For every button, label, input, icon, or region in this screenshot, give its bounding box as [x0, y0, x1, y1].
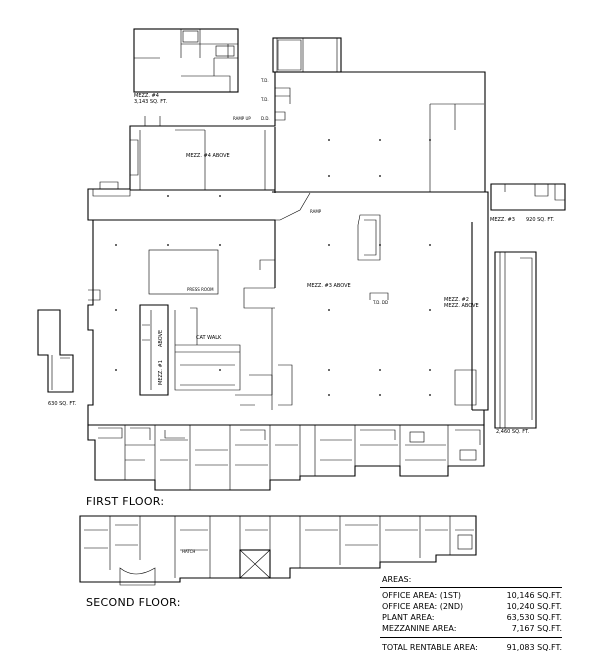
- second-floor-title: SECOND FLOOR:: [86, 596, 181, 609]
- mezz3-name-label: MEZZ. #3: [490, 217, 515, 223]
- stair-label: T.D. DD: [372, 300, 388, 305]
- area-row-value: 7,167 SQ.FT.: [511, 624, 562, 633]
- areas-header: AREAS:: [382, 575, 412, 584]
- ramp-up-label: RAMP UP: [233, 116, 251, 121]
- mezz1-name-label: MEZZ. #1: [158, 360, 164, 385]
- first-floor-offices: [87, 424, 485, 491]
- mezz2-area-label: 2,460 SQ. FT.: [496, 429, 529, 435]
- area-row-label: OFFICE AREA: (2ND): [382, 602, 464, 611]
- td-label-2: T.D.: [260, 97, 269, 102]
- mezz3-plan: [490, 183, 566, 211]
- area-row-total: TOTAL RENTABLE AREA: 91,083 SQ.FT.: [382, 643, 562, 653]
- area-row-label: MEZZANINE AREA:: [382, 624, 457, 633]
- mezz4-area-label: 3,143 SQ. FT.: [134, 99, 167, 105]
- td-label-1: T.D.: [260, 78, 269, 83]
- second-floor-plan: [79, 515, 477, 586]
- mezz3-above-label: MEZZ. #3 ABOVE: [307, 283, 351, 289]
- area-row-value: 10,240 SQ.FT.: [506, 602, 562, 611]
- areas-total-rule: [380, 637, 562, 638]
- area-row-value: 63,530 SQ.FT.: [506, 613, 562, 622]
- hatch-label: HATCH: [182, 549, 195, 554]
- total-area-label: TOTAL RENTABLE AREA:: [382, 643, 478, 652]
- area-row-office-1st: OFFICE AREA: (1ST) 10,146 SQ.FT.: [382, 591, 562, 601]
- mezz1-plan: [37, 309, 74, 393]
- area-row-mezzanine: MEZZANINE AREA: 7,167 SQ.FT.: [382, 624, 562, 634]
- mezz1-above-label: ABOVE: [158, 330, 164, 347]
- cat-walk-label: CAT WALK: [196, 335, 222, 341]
- areas-top-rule: [380, 587, 562, 588]
- first-floor-title: FIRST FLOOR:: [86, 495, 164, 508]
- mezz2-above-label: MEZZ. ABOVE: [444, 303, 479, 309]
- press-room-label: PRESS ROOM: [187, 287, 214, 292]
- mezz2-name-label: MEZZ. #2: [444, 297, 469, 303]
- dock-label: D.D.: [261, 116, 270, 121]
- area-row-label: OFFICE AREA: (1ST): [382, 591, 461, 600]
- mezz1-area-label: 630 SQ. FT.: [48, 401, 77, 407]
- mezz4-name-label: MEZZ. #4: [134, 93, 159, 99]
- total-area-value: 91,083 SQ.FT.: [506, 643, 562, 652]
- area-row-label: PLANT AREA:: [382, 613, 435, 622]
- mezz3-area-label: 920 SQ. FT.: [526, 217, 555, 223]
- mezz4-above-label: MEZZ. #4 ABOVE: [186, 153, 230, 159]
- areas-table: AREAS: OFFICE AREA: (1ST) 10,146 SQ.FT. …: [376, 572, 566, 658]
- mezz2-plan: [494, 251, 537, 429]
- area-row-plant: PLANT AREA: 63,530 SQ.FT.: [382, 613, 562, 623]
- mezz4-plan: [133, 28, 239, 93]
- area-row-value: 10,146 SQ.FT.: [506, 591, 562, 600]
- area-row-office-2nd: OFFICE AREA: (2ND) 10,240 SQ.FT.: [382, 602, 562, 612]
- ramp-label: RAMP: [310, 209, 322, 214]
